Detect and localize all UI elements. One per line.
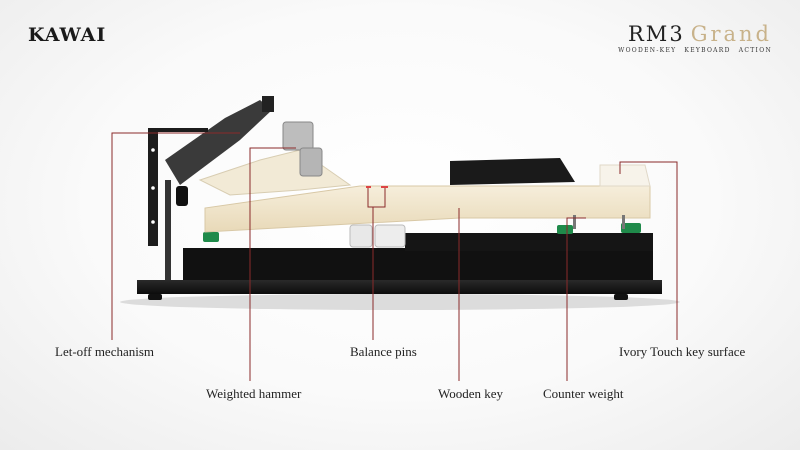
leader-lines [111,132,678,381]
leader-hammer [249,147,296,381]
black-key [450,158,575,185]
wooden-key [204,185,651,233]
frame-hole [151,186,155,190]
product-subtitle: WOODEN-KEY KEYBOARD ACTION [610,47,772,54]
frame-post [165,180,171,280]
felt [621,223,641,233]
label-counter-weight: Counter weight [543,386,624,401]
label-wooden-key: Wooden key [438,386,504,401]
subtitle-word: ACTION [738,47,772,54]
leader-let-off [111,132,240,340]
base-rail [137,280,662,294]
foot [614,294,628,300]
jack [262,96,274,112]
hammer-weight [282,121,314,151]
key-bed [183,248,653,280]
product-model: RM3 [628,22,685,46]
felt [557,225,573,234]
kawai-logo: KAWAI [28,24,107,46]
ivory-key-surface [599,164,651,187]
leader-counter-weight [566,217,586,381]
pin [622,215,625,229]
subtitle-word: WOODEN-KEY [618,47,677,54]
frame-bracket [158,128,208,132]
leader-ivory [619,161,678,340]
subtitle-word: KEYBOARD [684,47,731,54]
balance-rail-block [374,224,406,248]
label-weighted-hammer: Weighted hammer [206,386,302,401]
hammer-shank [198,149,352,196]
let-off-mechanism [165,100,272,185]
felt [203,232,219,242]
balance-rail-block [349,224,373,248]
shadow [120,294,680,310]
key-bed-raised [405,233,653,251]
counter-weight [573,215,576,229]
balance-pin [381,186,388,188]
leader-balance-bracket [367,188,386,208]
frame-hole [151,148,155,152]
balance-pin [366,186,371,188]
frame-hole [151,220,155,224]
foot [148,294,162,300]
hammer-weight [299,147,323,177]
product-name: Grand [690,22,772,46]
label-balance-pins: Balance pins [350,344,417,359]
label-ivory-touch: Ivory Touch key surface [619,344,746,359]
regulating-button [176,186,188,206]
label-let-off-mechanism: Let-off mechanism [55,344,155,359]
